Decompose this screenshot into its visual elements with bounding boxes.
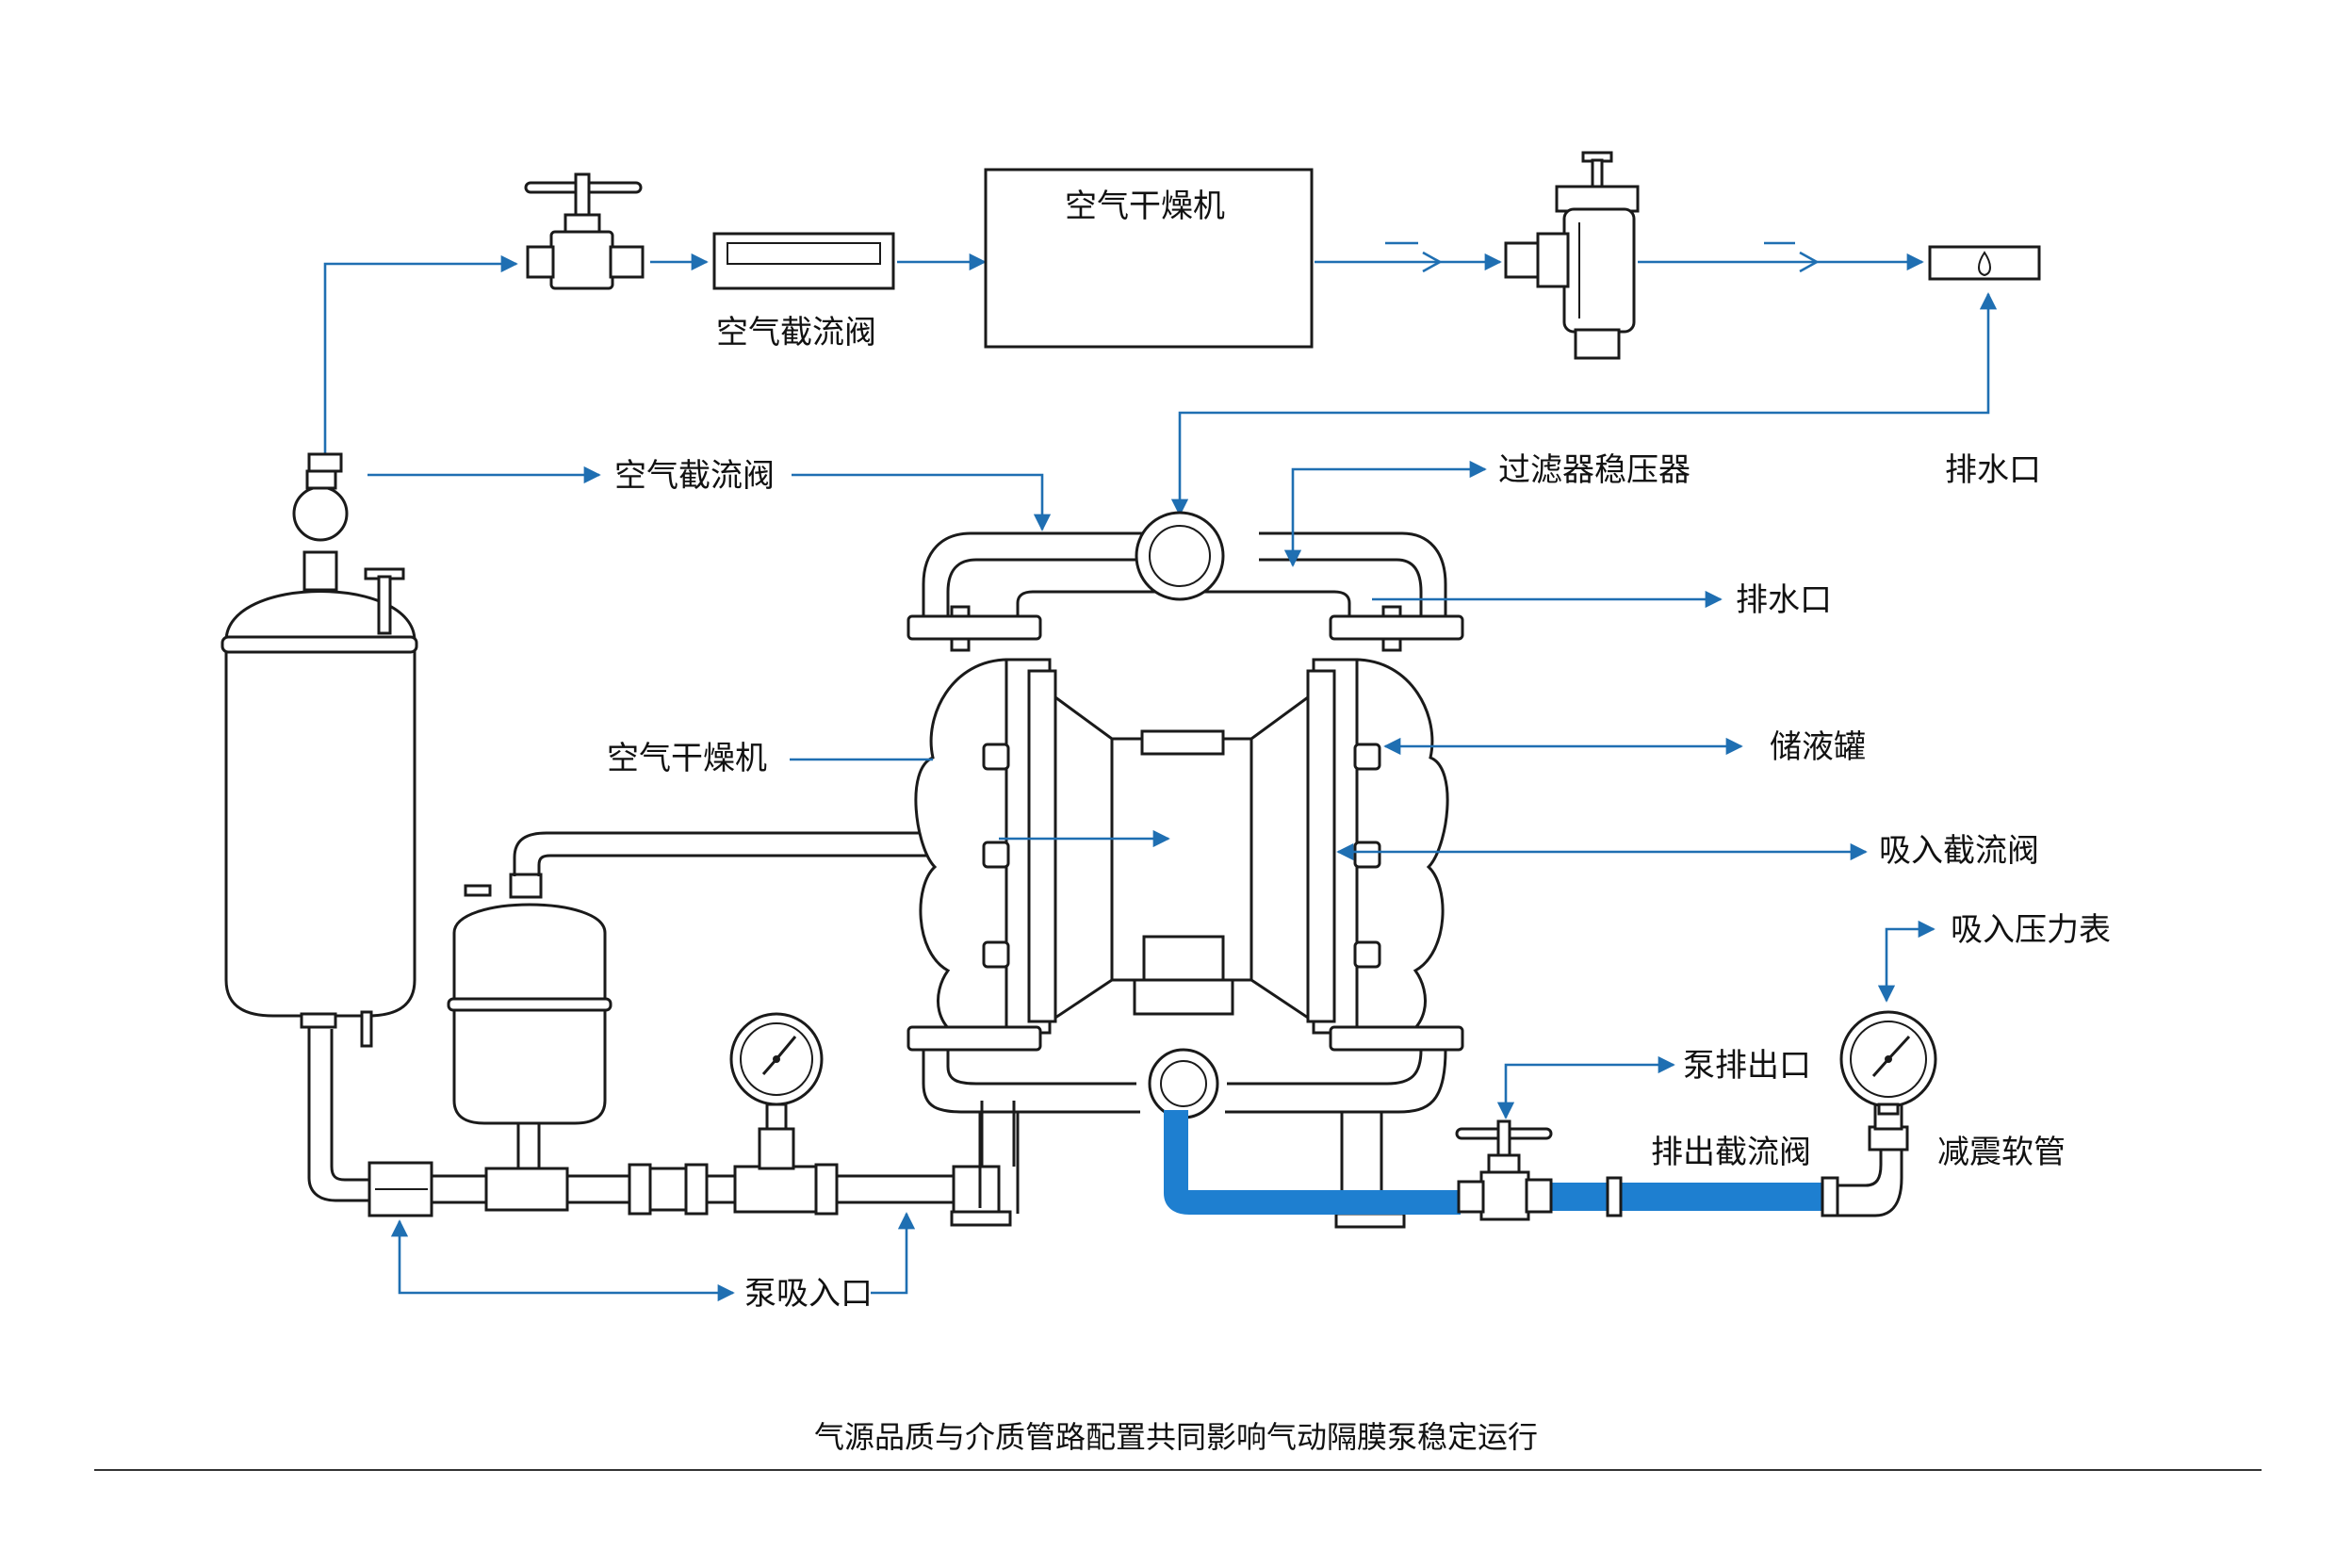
top-air-line: [323, 241, 1924, 460]
air-receiver-tank: [220, 452, 418, 1048]
label-discharge-throttle-valve: 排出截流阀: [1651, 1134, 1811, 1171]
label-storage-tank: 储液罐: [1770, 728, 1866, 766]
label-air-throttle-valve: 空气截流阀: [614, 457, 775, 495]
discharge-valve-icon[interactable]: [1455, 1119, 1553, 1221]
shock-hose-elbow: [1838, 1101, 1909, 1217]
tank-to-pump-pipe: [513, 831, 993, 876]
storage-tank-small: [447, 873, 612, 1172]
label-drain-port: 排水口: [1736, 581, 1832, 619]
figure-caption: 气源品质与介质管路配置共同影响气动隔膜泵稳定运行: [814, 1419, 1538, 1455]
diaphragm-pump-body: [906, 511, 1464, 1229]
air-dryer-box-label: 空气干燥机: [1065, 188, 1225, 225]
label-suction-throttle-valve: 吸入截流阀: [1879, 832, 2039, 870]
label-filter-regulator: 过滤器稳压器: [1498, 451, 1690, 489]
air-needle-valve-icon[interactable]: [524, 172, 645, 290]
air-dryer-box: [984, 168, 1314, 349]
callout-arrows: [368, 460, 1936, 1302]
flow-meter-icon: [712, 232, 895, 290]
label-shock-hose: 减震软管: [1937, 1134, 2066, 1171]
label-suction-pressure-gauge: 吸入压力表: [1951, 911, 2111, 949]
suction-gauge-right-icon: [1839, 1010, 1937, 1116]
label-pump-inlet: 泵吸入口: [744, 1275, 873, 1313]
callout-labels: 空气截流阀 过滤器稳压器 排水口 空气干燥机 储液罐 吸入截流阀 吸入压力表 泵…: [607, 451, 2111, 1313]
suction-gauge-left-icon: [729, 1012, 824, 1170]
discharge-pipe-blue: [1164, 1110, 1839, 1217]
label-pump-outlet: 泵排出口: [1683, 1047, 1811, 1085]
drain-port-icon: [1928, 245, 2041, 281]
filter-regulator-icon: [1504, 151, 1640, 360]
air-valve-label-top: 空气截流阀: [716, 314, 876, 351]
label-air-dryer: 空气干燥机: [607, 740, 767, 777]
suction-pipeline: [307, 1027, 1016, 1227]
drain-label-top-right: 排水口: [1945, 451, 2041, 489]
